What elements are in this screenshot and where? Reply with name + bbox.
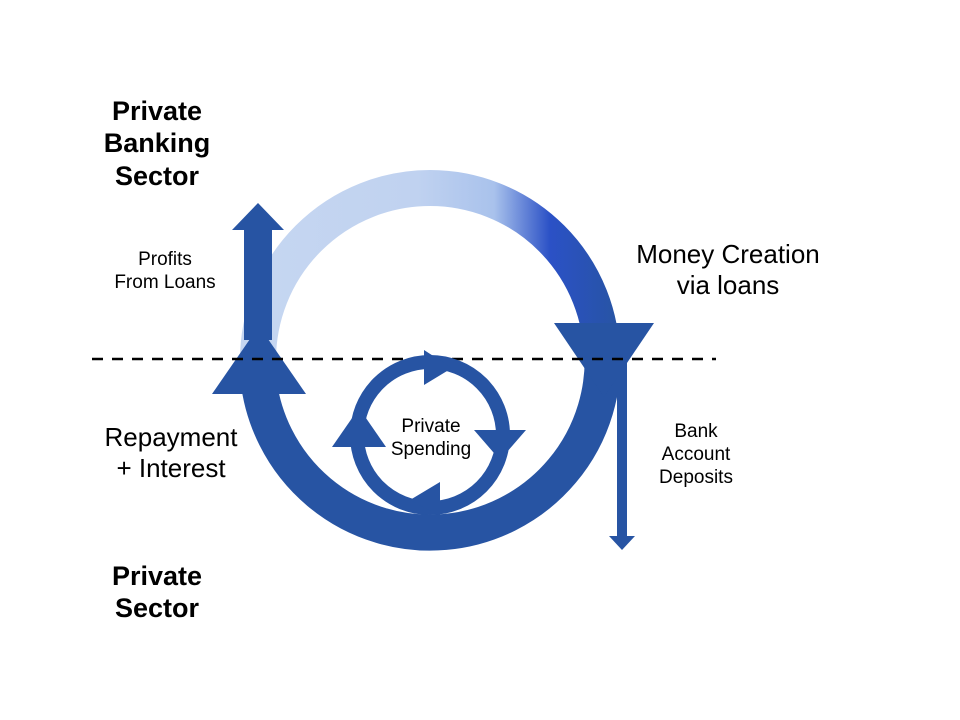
bank-account-deposits-label: Bank Account Deposits: [659, 421, 733, 488]
profits-arrowhead: [232, 203, 284, 230]
money-creation-arc: [240, 170, 620, 361]
deposits-arrowhead: [609, 536, 635, 550]
private-banking-sector-label: Private Banking Sector: [103, 96, 211, 191]
spending-arrow-right: [474, 430, 526, 460]
repayment-interest-label: Repayment + Interest: [104, 422, 238, 484]
money-creation-arrowhead: [554, 323, 654, 397]
deposits-arrow-shaft: [617, 360, 627, 538]
spending-arrow-left: [332, 408, 386, 447]
repayment-arc: [240, 343, 621, 551]
private-spending-label: Private Spending: [390, 416, 472, 460]
money-creation-label: Money Creation via loans: [636, 239, 820, 301]
private-sector-label: Private Sector: [111, 561, 203, 624]
profits-from-loans-label: Profits From Loans: [114, 249, 216, 293]
spending-arrow-top: [424, 350, 452, 385]
spending-arrow-bottom: [410, 482, 440, 516]
profits-arrow-shaft: [244, 228, 272, 340]
